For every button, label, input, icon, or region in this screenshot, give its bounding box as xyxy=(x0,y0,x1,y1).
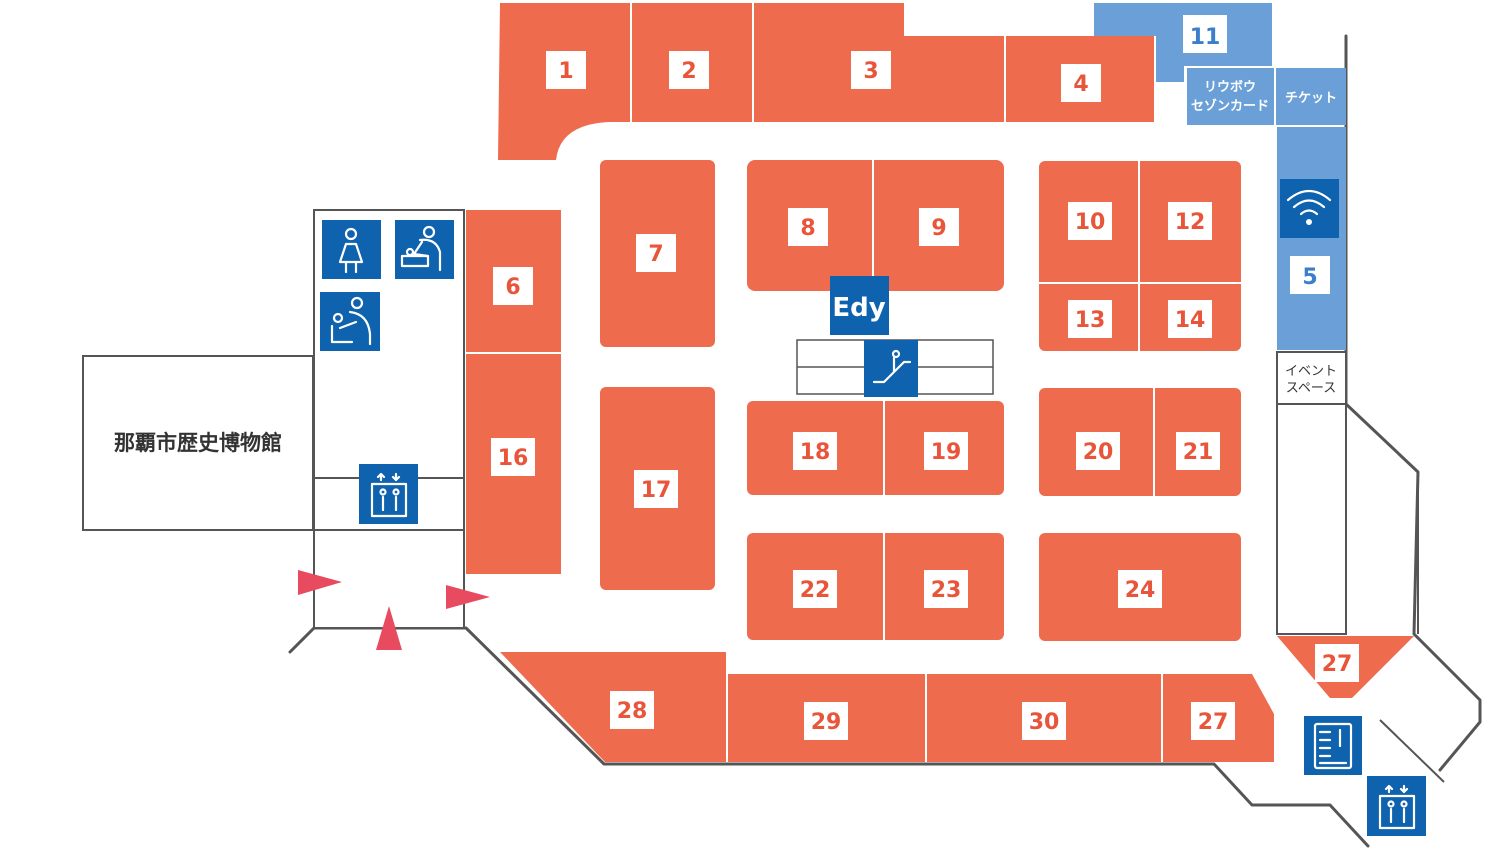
shop-18-label: 18 xyxy=(800,440,831,465)
shop-22-23-area[interactable] xyxy=(747,533,1004,640)
shop-22-label: 22 xyxy=(800,578,831,603)
shop-14-label-box xyxy=(1168,300,1212,338)
shop-18-label-box xyxy=(793,432,837,470)
entrance-arrow-left xyxy=(298,570,342,595)
shop-10-label: 10 xyxy=(1075,210,1106,235)
vending-machine-icon xyxy=(1304,716,1362,775)
shop-28-label-box xyxy=(610,691,654,729)
shop-12-label: 12 xyxy=(1175,210,1206,235)
shop-1-area[interactable] xyxy=(498,3,752,160)
shop-12-label-box xyxy=(1168,202,1212,240)
shop-27a-label-box xyxy=(1315,644,1359,682)
shop-9-label: 9 xyxy=(931,216,946,241)
shop-4-label: 4 xyxy=(1073,72,1088,97)
service-areas xyxy=(1094,3,1346,350)
entrance-arrow-right xyxy=(446,585,490,609)
nursing-room-icon xyxy=(320,292,380,351)
shop-23-label-box xyxy=(924,570,968,608)
entrance-arrows xyxy=(298,570,490,650)
shop-5-label: 5 xyxy=(1302,265,1317,290)
shop-21-label-box xyxy=(1176,432,1220,470)
shop-20-label-box xyxy=(1076,432,1120,470)
baby-changing-icon xyxy=(395,220,454,279)
shop-23-label: 23 xyxy=(931,578,962,603)
shop-27a-label: 27 xyxy=(1322,652,1353,677)
ryubo-label-line2: セゾンカード xyxy=(1191,98,1269,114)
shop-24-label-box xyxy=(1118,570,1162,608)
service-labels: 11 リウボウ セゾンカード チケット 5 イベント スペース xyxy=(1183,15,1337,396)
shop-3-label-box xyxy=(851,51,891,89)
shop-7-label: 7 xyxy=(648,242,663,267)
shop-6-label: 6 xyxy=(505,275,520,300)
shop-8-label: 8 xyxy=(800,216,815,241)
shop-19-label: 19 xyxy=(931,440,962,465)
shop-6-label-box xyxy=(493,267,533,305)
shop-1-label: 1 xyxy=(558,59,573,84)
shop-19-label-box xyxy=(924,432,968,470)
elevator-icon xyxy=(359,464,418,524)
shop-20-label: 20 xyxy=(1083,440,1114,465)
shop-8-label-box xyxy=(788,208,828,246)
shop-22-label-box xyxy=(793,570,837,608)
shop-14-label: 14 xyxy=(1175,308,1206,333)
shop-8-9-area[interactable] xyxy=(747,160,1004,291)
event-space-area xyxy=(1276,351,1347,635)
ryubo-label-line1: リウボウ xyxy=(1204,79,1256,95)
escalator-icon xyxy=(864,340,918,397)
shop-2-label-box xyxy=(669,51,709,89)
shop-4-label-box xyxy=(1061,64,1101,102)
edy-label: Edy xyxy=(832,293,885,323)
shop-18-19-area[interactable] xyxy=(747,401,1004,495)
womens-restroom-icon xyxy=(322,220,381,279)
shop-13-label-box xyxy=(1068,300,1112,338)
shop-2-label: 2 xyxy=(681,59,696,84)
event-space-line1: イベント xyxy=(1285,364,1337,379)
shop-29-label-box xyxy=(804,702,848,740)
shop-10-label-box xyxy=(1068,202,1112,240)
shop-11-label: 11 xyxy=(1190,25,1221,50)
ryubo-card-area[interactable] xyxy=(1187,68,1274,125)
entrance-arrow-bottom xyxy=(376,606,402,650)
shop-7-label-box xyxy=(636,234,676,272)
event-space-line2: スペース xyxy=(1286,381,1336,396)
shop-30-label-box xyxy=(1022,702,1066,740)
museum-label: 那覇市歴史博物館 xyxy=(114,431,282,455)
ticket-area[interactable] xyxy=(1276,68,1346,125)
shop-16-label-box xyxy=(491,438,535,476)
shop-17-label-box xyxy=(634,470,678,508)
museum-building xyxy=(82,355,314,531)
shop-29-30-27-area[interactable] xyxy=(728,674,1274,762)
shop-16-label: 16 xyxy=(498,446,529,471)
edy-sign: Edy xyxy=(830,276,889,335)
shop-27b-label: 27 xyxy=(1198,710,1229,735)
shop-30-label: 30 xyxy=(1029,710,1060,735)
shop-5-area[interactable] xyxy=(1277,127,1346,350)
shop-21-label: 21 xyxy=(1183,440,1214,465)
shop-17-label: 17 xyxy=(641,478,672,503)
shop-24-label: 24 xyxy=(1125,578,1156,603)
shop-13-label: 13 xyxy=(1075,308,1106,333)
shop-29-label: 29 xyxy=(811,710,842,735)
shop-27b-label-box xyxy=(1191,702,1235,740)
shop-9-label-box xyxy=(919,208,959,246)
ticket-label: チケット xyxy=(1285,91,1337,106)
elevator-icon xyxy=(1367,776,1426,836)
shop-28-label: 28 xyxy=(617,699,648,724)
shop-3-label: 3 xyxy=(863,59,878,84)
shop-1-label-box xyxy=(546,51,586,89)
wifi-icon xyxy=(1280,179,1339,238)
